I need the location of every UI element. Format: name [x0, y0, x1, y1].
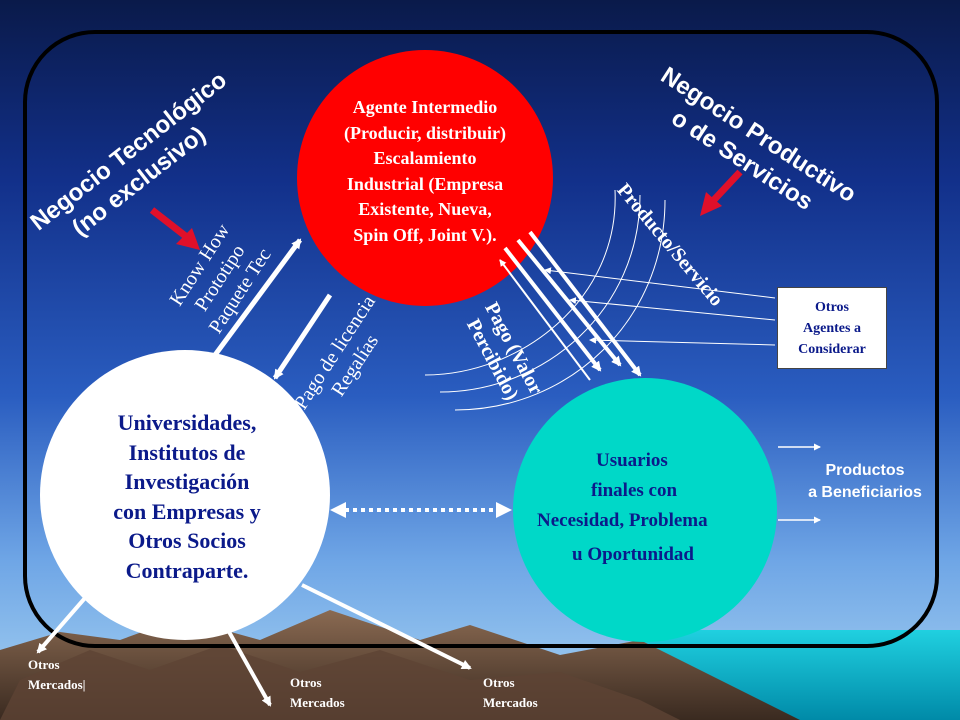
univ-line-3: Investigación — [124, 469, 250, 494]
red-arrow-right — [709, 169, 743, 205]
agent-line-4: Industrial (Empresa — [346, 173, 504, 194]
agent-intermediary-text: Agente Intermedio (Producir, distribuir)… — [300, 95, 550, 248]
other-agents-line-1: Otros — [815, 299, 849, 315]
market-right-line-2: Mercados — [483, 695, 538, 710]
products-line: Productos — [825, 462, 905, 479]
arc-1 — [424, 189, 616, 376]
agent-line-6: Spin Off, Joint V.). — [353, 224, 497, 245]
other-agents-box: Otros Agentes a Considerar — [777, 287, 887, 369]
other-agents-line-3: Considerar — [798, 341, 866, 357]
users-line-1: Usuarios — [596, 450, 668, 471]
market-arrow-middle — [226, 629, 272, 707]
market-middle-line-2: Mercados — [290, 695, 345, 710]
agent-line-3: Escalamiento — [373, 148, 477, 168]
other-agents-line-2: Agentes a — [803, 320, 861, 336]
other-agents-arrow-1 — [544, 267, 776, 299]
market-right-line-1: Otros — [483, 675, 515, 690]
beneficiaries-line: a Beneficiarios — [808, 484, 922, 501]
products-beneficiaries-label: Productos a Beneficiarios — [785, 460, 945, 504]
market-middle-label: Otros Mercados — [290, 673, 345, 713]
market-middle-line-1: Otros — [290, 675, 322, 690]
agent-line-1: Agente Intermedio — [352, 97, 498, 117]
market-left-line-2: Mercados| — [28, 677, 86, 692]
agent-circle — [297, 50, 553, 306]
other-agents-arrow-3 — [589, 336, 776, 346]
market-arrow-right — [301, 583, 472, 670]
agent-line-2: (Producir, distribuir) — [343, 122, 506, 143]
univ-line-5: Otros Socios — [128, 528, 246, 553]
other-agents-arrow-2 — [569, 297, 776, 321]
market-left-label: Otros Mercados| — [28, 655, 86, 695]
univ-line-1: Universidades, — [117, 410, 257, 435]
know-how-arrow — [212, 238, 303, 357]
license-arrow — [272, 293, 333, 380]
flow-arrow-3 — [528, 230, 642, 377]
market-right-label: Otros Mercados — [483, 673, 538, 713]
arc-3 — [454, 199, 666, 411]
university-circle — [40, 350, 330, 640]
universities-text: Universidades, Institutos de Investigaci… — [42, 408, 332, 585]
red-arrow-left — [149, 207, 191, 241]
univ-line-6: Contraparte. — [125, 557, 249, 583]
univ-line-4: con Empresas y — [113, 498, 261, 524]
payment-arrow-1 — [499, 259, 591, 381]
univ-line-2: Institutos de — [128, 439, 246, 465]
agent-line-5: Existente, Nueva, — [358, 199, 492, 219]
flow-arrow-1 — [503, 246, 602, 372]
users-line-4: u Oportunidad — [572, 544, 694, 565]
users-line-2: finales con — [591, 480, 678, 501]
diagram-frame — [23, 30, 939, 648]
users-circle — [513, 378, 777, 642]
users-line-3: Necesidad, Problema — [537, 510, 708, 531]
market-arrow-left — [36, 596, 87, 654]
flow-arrow-2 — [516, 238, 622, 367]
market-left-line-1: Otros — [28, 657, 60, 672]
arc-2 — [439, 194, 641, 393]
